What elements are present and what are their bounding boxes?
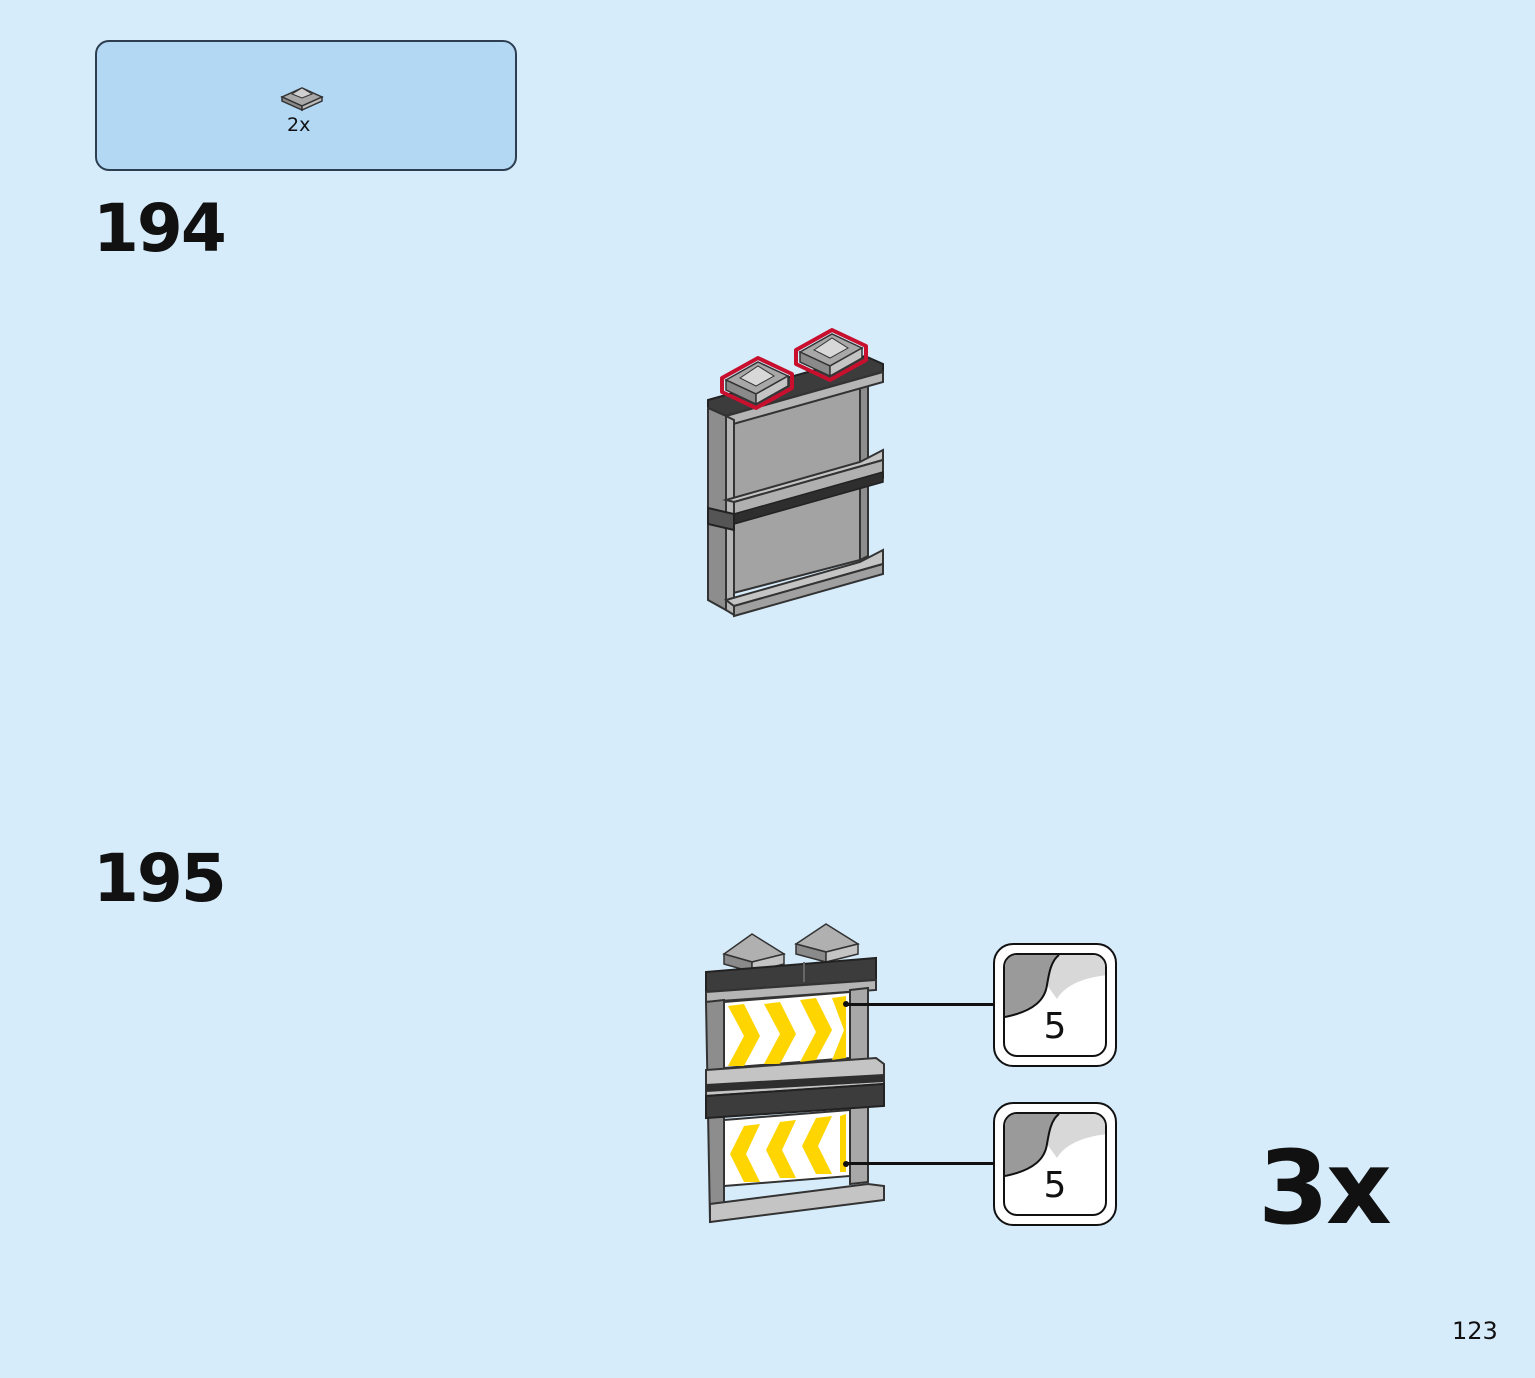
- chevron-panel-upper: [728, 996, 846, 1066]
- sticker-icon: [1005, 955, 1105, 1018]
- sticker-callout-upper: 5: [993, 943, 1117, 1067]
- sticker-callout-line-upper: [846, 1003, 994, 1006]
- slope-tile-left: [720, 356, 794, 410]
- step-195-model: [704, 923, 885, 1224]
- sticker-label: 5: [1043, 1006, 1067, 1047]
- build-multiplier: 3x: [1258, 1129, 1392, 1248]
- part-count: 2x: [287, 114, 311, 136]
- step-number-194: 194: [93, 190, 227, 267]
- step-number-195: 195: [93, 840, 227, 917]
- sticker-callout-lower: 5: [993, 1102, 1117, 1226]
- step-194-model: [707, 328, 884, 618]
- parts-list-box: 2x: [95, 40, 517, 171]
- page-number: 123: [1452, 1317, 1498, 1345]
- sticker-callout-line-lower: [846, 1162, 994, 1165]
- sticker-icon: [1005, 1114, 1105, 1177]
- slope-tile-icon: [280, 87, 324, 112]
- slope-tile-right: [794, 328, 868, 382]
- chevron-panel-lower: [730, 1114, 846, 1182]
- slope-tile-right: [794, 923, 860, 963]
- sticker-label: 5: [1043, 1165, 1067, 1206]
